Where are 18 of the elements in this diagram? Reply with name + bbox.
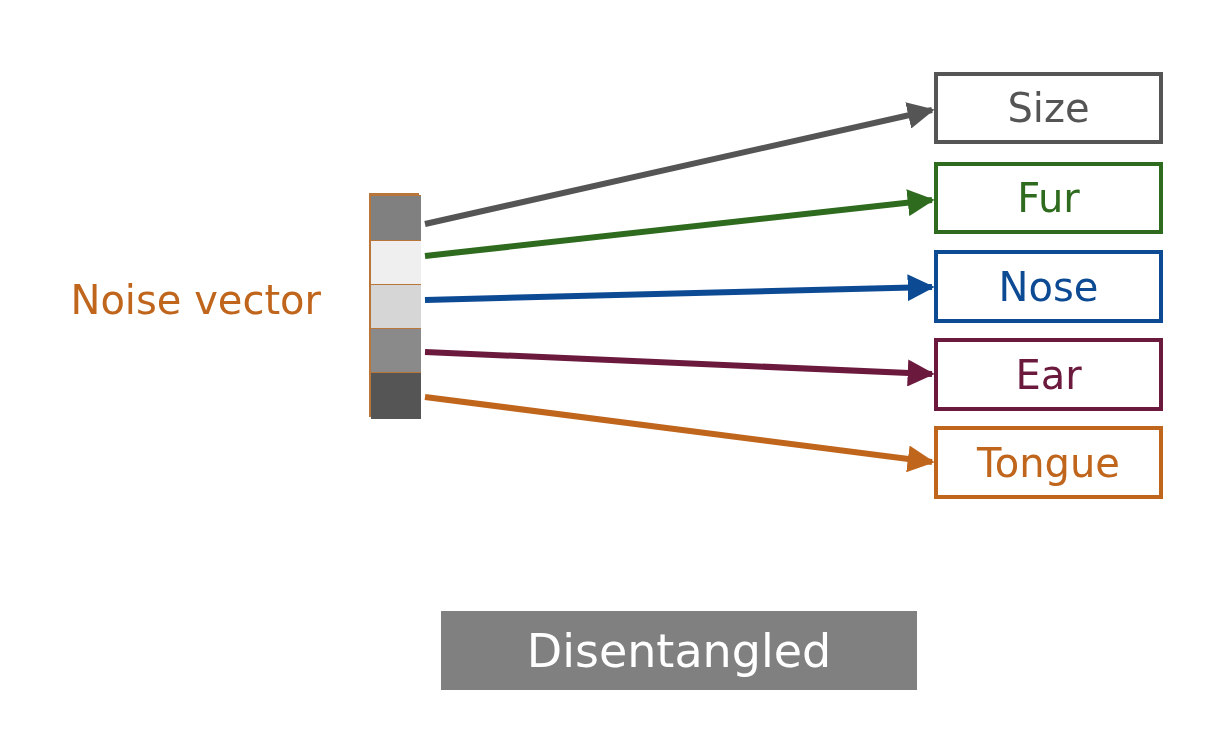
vector-cell [371,284,421,328]
attribute-box: Nose [934,250,1163,323]
vector-cell [371,328,421,372]
attribute-box: Tongue [934,426,1163,499]
arrow [424,394,935,473]
vector-cell [371,372,421,419]
attribute-box: Fur [934,162,1163,234]
caption-banner: Disentangled [441,611,917,690]
vector-cell [371,195,421,240]
arrow [424,349,935,387]
vector-label: Noise vector [70,277,321,323]
attribute-box: Size [934,72,1163,144]
noise-vector-bar [369,193,419,417]
attribute-box: Ear [934,338,1163,411]
arrow [424,102,935,227]
arrow [424,274,935,303]
arrow [424,189,935,259]
vector-cell [371,240,421,284]
